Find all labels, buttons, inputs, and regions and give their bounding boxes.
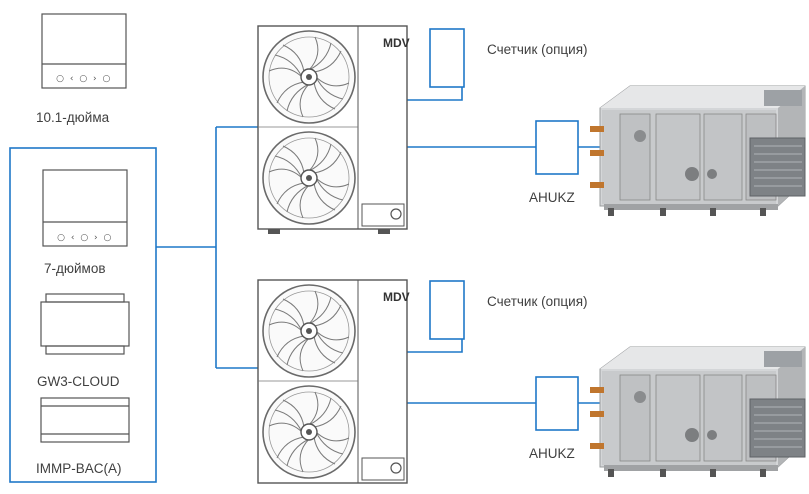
kit-label: AHUKZ: [529, 190, 575, 205]
meter1-line: [407, 87, 462, 100]
kit-label: AHUKZ: [529, 446, 575, 461]
gateway-device: [41, 294, 129, 354]
bacnet-module: [41, 398, 129, 442]
outdoor-unit: [258, 26, 407, 234]
controller-nav-buttons: ○ ‹ ○ › ○: [57, 233, 113, 243]
energy-meter-box: [430, 29, 464, 87]
controller-label: 10.1-дюйма: [36, 110, 109, 125]
gateway-label: GW3-CLOUD: [37, 374, 120, 389]
brand-logo: MDV: [383, 290, 410, 304]
air-handling-unit-image: [590, 86, 805, 216]
bacnet-label: IMMP-BAC(A): [36, 461, 122, 476]
controller-group-frame: [10, 148, 156, 482]
ahu-kit-box: [536, 377, 578, 430]
controller-label: 7-дюймов: [44, 261, 106, 276]
meter-label: Счетчик (опция): [487, 42, 588, 57]
energy-meter-box: [430, 281, 464, 339]
meter-label: Счетчик (опция): [487, 294, 588, 309]
ahu-kit-box: [536, 121, 578, 174]
meter2-line: [407, 339, 462, 352]
outdoor-unit: [258, 280, 407, 483]
brand-logo: MDV: [383, 36, 410, 50]
air-handling-unit-image: [590, 347, 805, 477]
controller-nav-buttons: ○ ‹ ○ › ○: [56, 74, 112, 84]
